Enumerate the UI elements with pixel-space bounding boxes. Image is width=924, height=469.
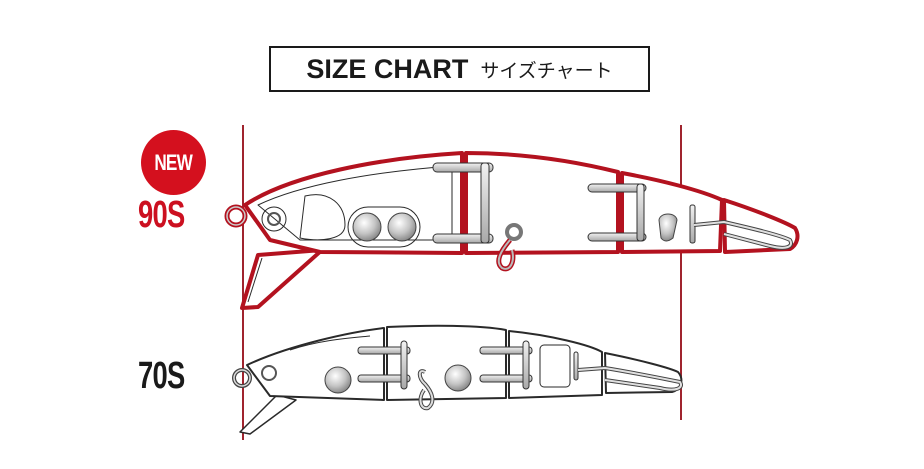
lure-90s [224,151,800,310]
title-japanese: サイズチャート [480,59,613,82]
lure-70s [232,324,683,435]
model-label-90s: 90S [138,194,185,236]
size-chart-title-box: SIZE CHART サイズチャート [269,46,650,92]
new-badge: NEW [141,130,206,195]
model-label-70s: 70S [138,355,185,397]
new-badge-label: NEW [154,149,193,175]
title-english: SIZE CHART [306,53,469,84]
